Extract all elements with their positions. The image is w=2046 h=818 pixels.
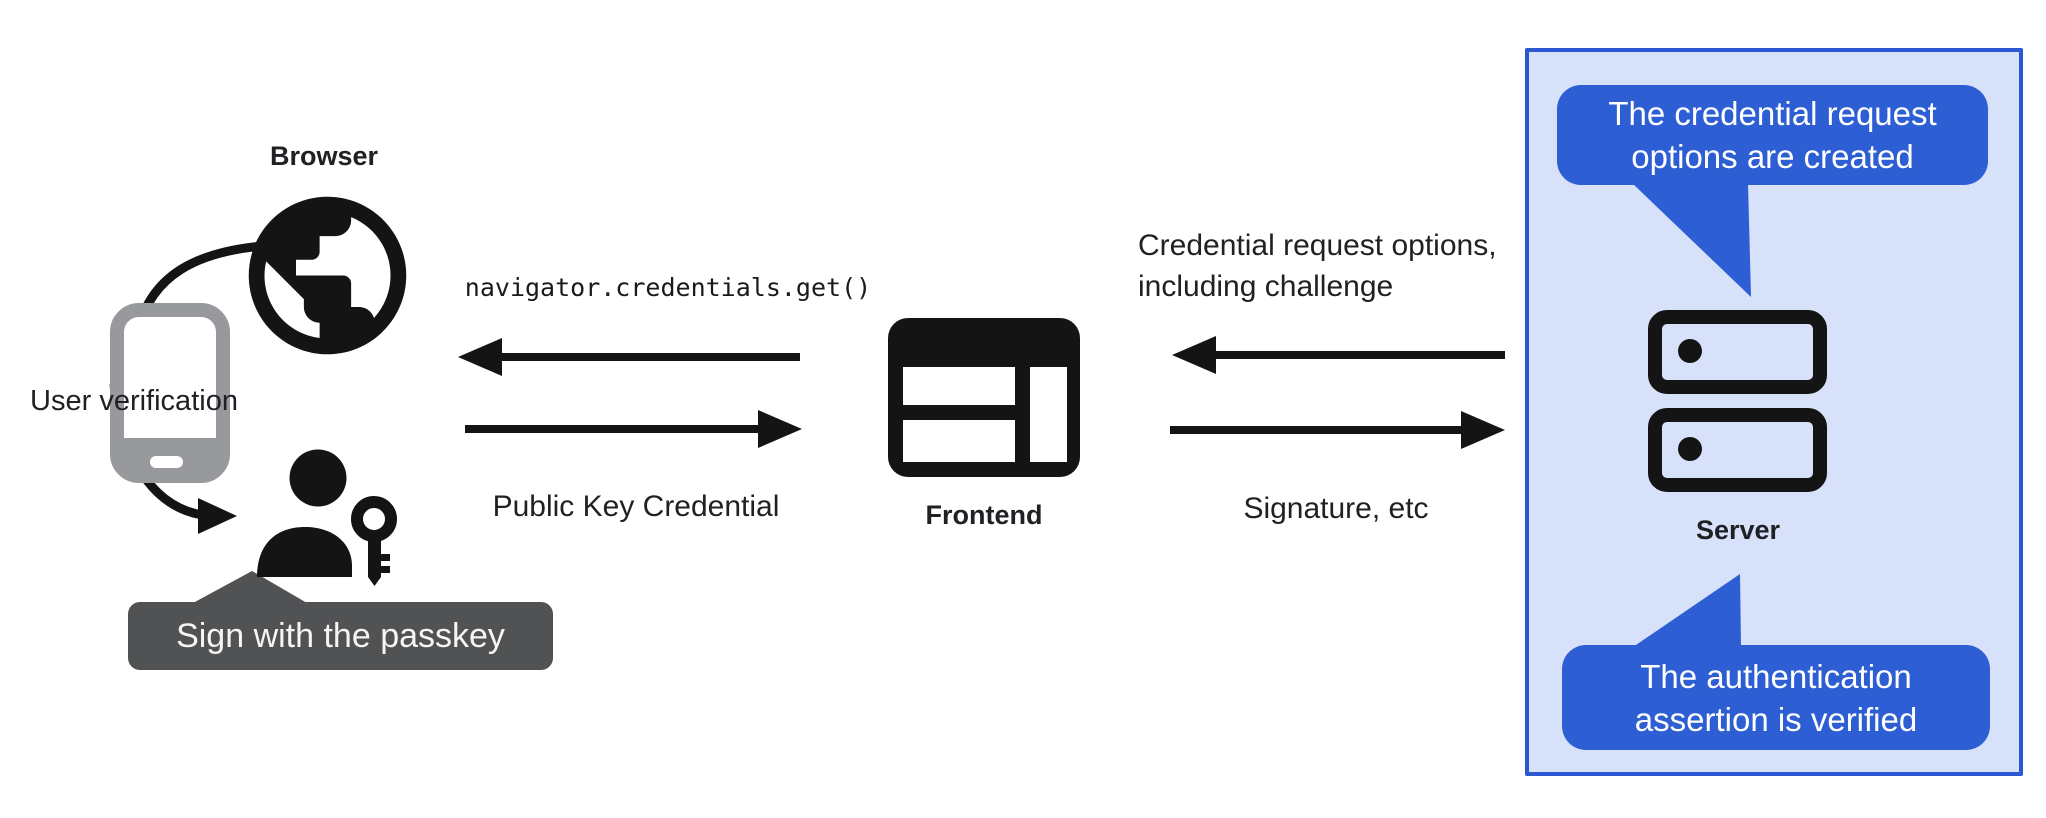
browser-window-icon [888,318,1080,477]
credential-request-options-label: Credential request options, including ch… [1138,225,1538,307]
arrow-right-frontend-to-server-icon [1170,411,1505,449]
tooltip-pointer [193,571,307,603]
credential-request-created-bubble: The credential request options are creat… [1557,85,1988,185]
globe-icon [248,196,407,355]
navigator-credentials-get-code: navigator.credentials.get() [464,273,872,302]
server-icon [1648,310,1827,492]
public-key-credential-label: Public Key Credential [492,490,780,523]
credential-request-options-line2: including challenge [1138,270,1394,303]
bubble-bottom-line2: assertion is verified [1634,700,1918,738]
frontend-label: Frontend [925,500,1043,530]
arrow-left-server-to-frontend-icon [1172,336,1505,374]
arrow-left-frontend-to-browser-icon [458,338,800,376]
bubble-top-line2: options are created [1631,138,1914,175]
arrow-right-browser-to-frontend-icon [465,410,802,448]
server-label: Server [1695,515,1781,545]
assertion-verified-bubble: The authentication assertion is verified [1562,645,1990,750]
user-icon [257,449,352,577]
credential-request-options-line1: Credential request options, [1138,229,1497,262]
signature-etc-label: Signature, etc [1243,492,1429,525]
sign-with-passkey-text: Sign with the passkey [176,616,505,655]
browser-label: Browser [269,141,379,171]
bubble-bottom-tail [1633,574,1741,647]
key-icon [345,490,403,594]
bubble-top-tail [1632,183,1751,297]
smartphone-icon [110,303,230,483]
bubble-bottom-line1: The authentication [1640,657,1912,695]
sign-with-passkey-tooltip: Sign with the passkey [128,602,553,670]
bubble-top-line1: The credential request [1608,95,1937,132]
user-verification-label: User verification [30,385,238,417]
